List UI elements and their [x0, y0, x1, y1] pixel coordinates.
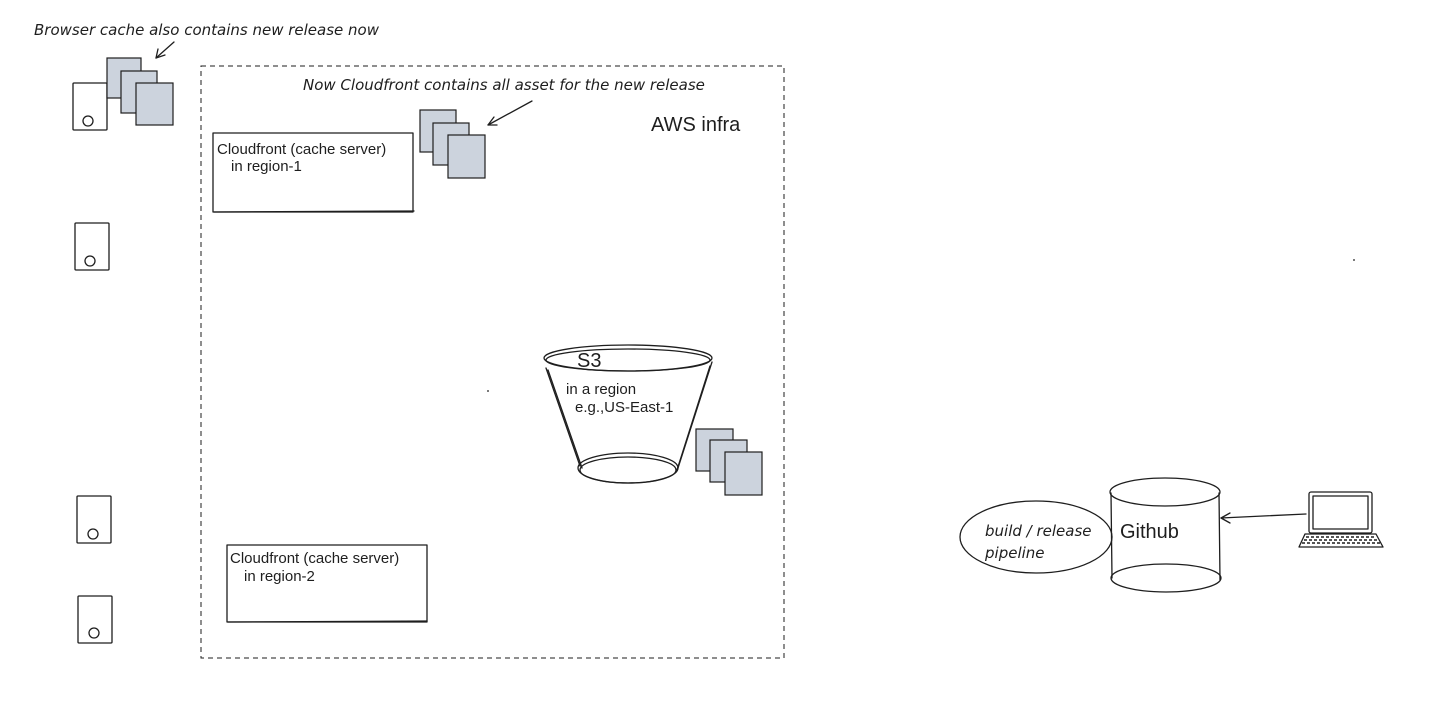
cloudfront-region-1: Cloudfront (cache server) in region-1: [212, 132, 415, 213]
cloudfront-2-title: Cloudfront (cache server): [230, 550, 399, 567]
aws-infra-boundary: [200, 65, 785, 659]
cloudfront-1-title: Cloudfront (cache server): [217, 141, 386, 158]
github-repository: Github: [1109, 477, 1222, 593]
browser-cache-assets-icon: [106, 57, 174, 126]
cloudfront-assets-annotation: Now Cloudfront contains all asset for th…: [303, 76, 705, 94]
s3-title: S3: [577, 350, 601, 372]
cloudfront-assets-icon: [419, 109, 486, 179]
client-device-1: [72, 82, 108, 131]
browser-cache-arrow: [155, 41, 175, 59]
cloudfront-1-region: in region-1: [231, 158, 302, 175]
client-device-4: [77, 595, 113, 644]
stray-dot: [487, 390, 489, 392]
github-label: Github: [1120, 521, 1179, 543]
stray-dot-2: [1353, 259, 1355, 261]
client-device-2: [74, 222, 110, 271]
push-arrow: [1220, 512, 1307, 524]
cloudfront-assets-arrow: [487, 100, 533, 126]
s3-assets-icon: [695, 428, 763, 496]
s3-region-label: in a region: [566, 381, 636, 398]
build-release-pipeline: build / release pipeline: [959, 500, 1113, 574]
cloudfront-region-2: Cloudfront (cache server) in region-2: [226, 544, 428, 623]
s3-region-example: e.g.,US-East-1: [575, 399, 673, 416]
browser-cache-annotation: Browser cache also contains new release …: [34, 21, 380, 39]
s3-bucket: S3 in a region e.g.,US-East-1: [543, 344, 713, 484]
cloudfront-2-region: in region-2: [244, 568, 315, 585]
pipeline-label-line2: pipeline: [984, 544, 1045, 562]
laptop-icon: [1298, 491, 1384, 548]
pipeline-label-line1: build / release: [985, 522, 1092, 540]
client-device-3: [76, 495, 112, 544]
aws-infra-label: AWS infra: [651, 114, 741, 136]
